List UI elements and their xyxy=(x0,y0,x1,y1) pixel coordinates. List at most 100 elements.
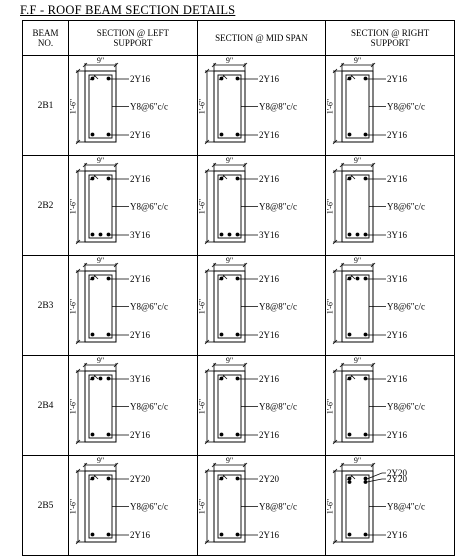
bottom-bars-label: 2Y16 xyxy=(387,330,407,340)
header-row: BEAM NO. SECTION @ LEFT SUPPORT SECTION … xyxy=(21,20,455,56)
bottom-bar xyxy=(219,232,224,237)
width-dimension-line xyxy=(211,362,247,371)
top-bar xyxy=(90,276,95,281)
top-bar xyxy=(347,276,352,281)
leader-line xyxy=(367,478,383,483)
stirrup xyxy=(88,274,113,339)
bottom-bars-label: 3Y16 xyxy=(130,230,150,240)
top-bar xyxy=(90,76,95,81)
depth-dimension-line xyxy=(333,268,343,345)
concrete-outline xyxy=(84,170,117,243)
concrete-outline xyxy=(341,370,374,443)
stirrups-label: Y8@4"c/c xyxy=(387,502,425,512)
bottom-bars-label: 3Y16 xyxy=(387,230,407,240)
stirrup xyxy=(345,274,370,339)
stirrups-label: Y8@6"c/c xyxy=(130,402,168,412)
width-dimension-line xyxy=(82,62,119,71)
depth-dimension-line xyxy=(204,168,214,245)
depth-dimension-line xyxy=(204,368,214,445)
bottom-bar xyxy=(235,332,240,337)
top-bars-label: 2Y16 xyxy=(387,174,407,184)
beam-mark: 2B3 xyxy=(21,255,70,356)
bottom-bar xyxy=(347,532,352,537)
bottom-bar xyxy=(219,332,224,337)
depth-dimension-line xyxy=(75,68,86,145)
top-bar xyxy=(106,176,111,181)
stirrup xyxy=(217,274,242,339)
top-bar xyxy=(347,76,352,81)
depth-dimension-line xyxy=(333,468,343,545)
top-bar xyxy=(235,176,240,181)
bottom-bar xyxy=(363,332,368,337)
top-bar xyxy=(219,276,224,281)
bottom-bars-label: 2Y16 xyxy=(130,430,150,440)
stirrups-label: Y8@8"c/c xyxy=(259,202,297,212)
bottom-bar xyxy=(90,532,95,537)
stirrup xyxy=(217,74,242,139)
bottom-bar xyxy=(235,432,240,437)
width-dimension-label: 9" xyxy=(97,256,104,265)
stirrup xyxy=(217,374,242,439)
width-dimension-line xyxy=(340,262,376,271)
top-bar xyxy=(235,276,240,281)
bottom-bar xyxy=(90,432,95,437)
width-dimension-label: 9" xyxy=(226,256,233,265)
bottom-bar xyxy=(227,232,232,237)
stirrup xyxy=(88,174,113,239)
depth-dimension-label: 1'-6" xyxy=(69,199,78,214)
bottom-bars-label: 2Y16 xyxy=(130,330,150,340)
stirrup xyxy=(345,374,370,439)
depth-dimension-label: 1'-6" xyxy=(198,499,207,514)
top-bars-label: 2Y16 xyxy=(387,374,407,384)
depth-dimension-label: 1'-6" xyxy=(326,199,335,214)
concrete-outline xyxy=(213,70,246,143)
bottom-bar xyxy=(347,132,352,137)
concrete-outline xyxy=(213,270,246,343)
width-dimension-label: 9" xyxy=(97,56,104,65)
header-right-support: SECTION @ RIGHT SUPPORT xyxy=(325,20,455,56)
top-bar xyxy=(90,476,95,481)
bottom-bars-label: 2Y16 xyxy=(387,530,407,540)
stirrups-label: Y8@6"c/c xyxy=(387,302,425,312)
beam-mark: 2B2 xyxy=(21,155,70,256)
depth-dimension-label: 1'-6" xyxy=(69,99,78,114)
top-bar xyxy=(235,376,240,381)
width-dimension-label: 9" xyxy=(226,56,233,65)
bottom-bars-label: 2Y16 xyxy=(387,430,407,440)
width-dimension-line xyxy=(82,462,119,471)
stirrup xyxy=(88,374,113,439)
width-dimension-label: 9" xyxy=(354,256,361,265)
width-dimension-line xyxy=(340,462,376,471)
bottom-bars-label: 2Y16 xyxy=(130,130,150,140)
width-dimension-label: 9" xyxy=(354,56,361,65)
depth-dimension-label: 1'-6" xyxy=(198,199,207,214)
bottom-bar xyxy=(219,432,224,437)
beam-schedule-table: BEAM NO. SECTION @ LEFT SUPPORT SECTION … xyxy=(21,20,455,556)
bottom-bar xyxy=(90,132,95,137)
stirrups-label: Y8@6"c/c xyxy=(130,302,168,312)
beam-mark: 2B5 xyxy=(21,455,70,556)
top-bars-label: 2Y16 xyxy=(130,174,150,184)
beam-mark: 2B4 xyxy=(21,355,70,456)
stirrups-label: Y8@8"c/c xyxy=(259,402,297,412)
depth-dimension-line xyxy=(333,368,343,445)
top-bar xyxy=(363,76,368,81)
concrete-outline xyxy=(84,370,117,443)
stirrups-label: Y8@6"c/c xyxy=(387,102,425,112)
top-bar xyxy=(219,76,224,81)
concrete-outline xyxy=(84,270,117,343)
width-dimension-line xyxy=(82,362,119,371)
